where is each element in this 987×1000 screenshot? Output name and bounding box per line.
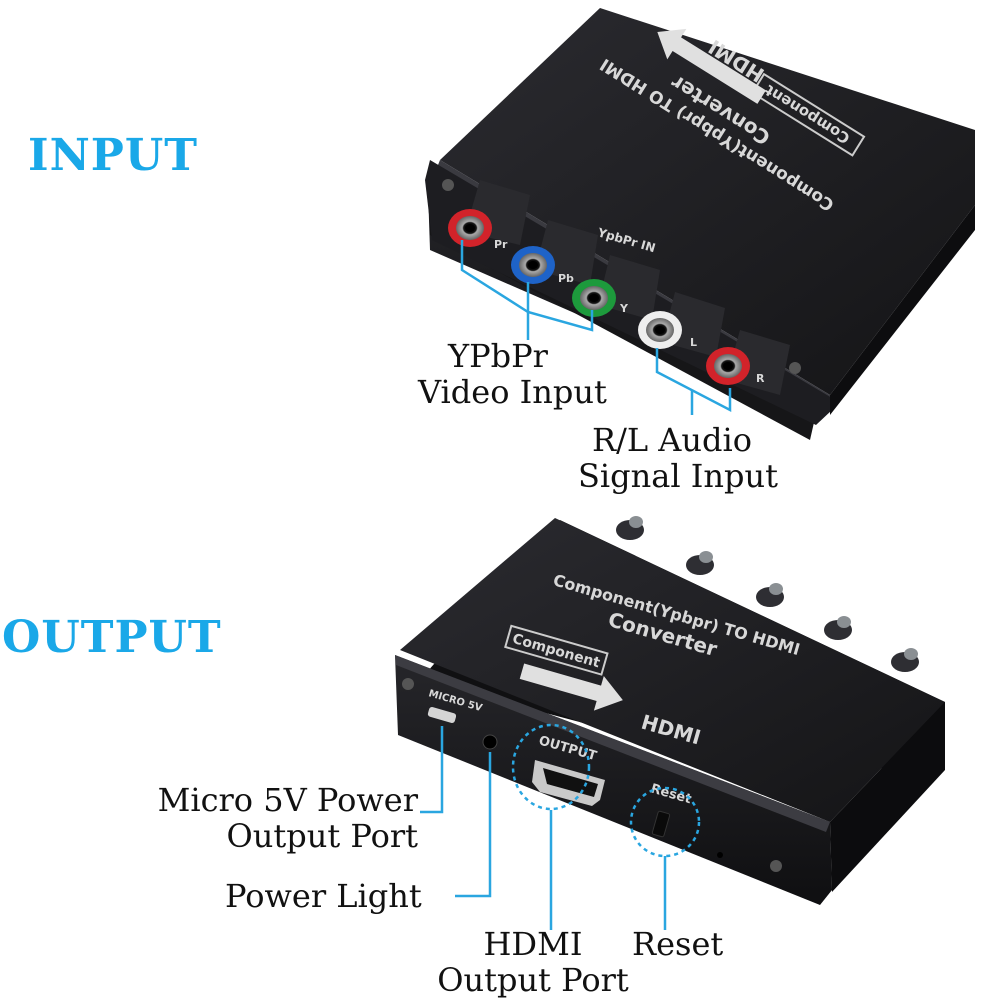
screw-icon	[770, 860, 782, 872]
micro-power-line1: Micro 5V Power	[157, 781, 418, 819]
jack-label: Pb	[558, 272, 574, 285]
rca-jack-pr	[448, 180, 530, 247]
jack-label: R	[756, 372, 765, 385]
rca-jack-y	[572, 255, 660, 320]
reset-highlight-ring	[629, 786, 701, 858]
arrow-icon	[657, 28, 766, 104]
power-light-callout: Power Light	[225, 877, 422, 915]
micro-leader	[420, 726, 444, 814]
screw-icon	[442, 179, 454, 191]
micro-power-line2: Output Port	[226, 817, 418, 855]
video-input-callout: YPbPr Video Input	[418, 337, 607, 410]
screw-icon	[402, 678, 414, 690]
device-top-face-bottom	[400, 518, 945, 822]
input-heading: INPUT	[28, 130, 198, 181]
power-leader	[455, 752, 492, 898]
hdmi-highlight-ring	[511, 723, 591, 811]
audio-input-line1: R/L Audio	[592, 421, 752, 459]
side-rca-rings	[629, 516, 918, 660]
device-top-face	[440, 8, 975, 395]
component-tag-frame	[750, 72, 866, 157]
callout-lines-bottom	[420, 723, 701, 930]
arrow-icon	[519, 663, 623, 711]
audio-bracket	[655, 348, 732, 413]
device-front-face-bottom	[395, 655, 832, 905]
power-light-icon	[482, 734, 498, 750]
micro-usb-port-icon	[427, 707, 457, 723]
indicator-hole-icon	[717, 852, 723, 858]
rca-jack-l-white	[638, 292, 725, 357]
reset-callout: Reset	[632, 925, 724, 963]
top-arrow-group	[657, 28, 766, 104]
hdmi-output-line2: Output Port	[437, 961, 629, 999]
output-heading: OUTPUT	[2, 612, 222, 663]
converter-top-view: Component(Ypbpr) TO HDMI Converter Compo…	[425, 8, 975, 440]
callout-lines-top	[460, 240, 732, 415]
jack-label: Pr	[494, 238, 508, 251]
rca-jack-pb	[511, 220, 598, 285]
video-input-line1: YPbPr	[448, 337, 548, 375]
converter-bottom-view: Component(Ypbpr) TO HDMI Converter Compo…	[395, 516, 945, 905]
jack-label: L	[690, 336, 697, 349]
micro-power-callout: Micro 5V Power Output Port	[138, 782, 418, 854]
hdmi-output-line1: HDMI	[483, 925, 583, 963]
reset-button-icon	[651, 810, 671, 838]
video-input-line2: Video Input	[418, 373, 607, 411]
audio-input-line2: Signal Input	[578, 457, 778, 495]
hdmi-output-callout: HDMI Output Port	[428, 926, 638, 998]
jack-label: Y	[619, 302, 629, 315]
audio-input-callout: R/L Audio Signal Input	[578, 422, 778, 494]
rca-jack-r-red	[706, 330, 790, 395]
screw-icon	[789, 362, 801, 374]
